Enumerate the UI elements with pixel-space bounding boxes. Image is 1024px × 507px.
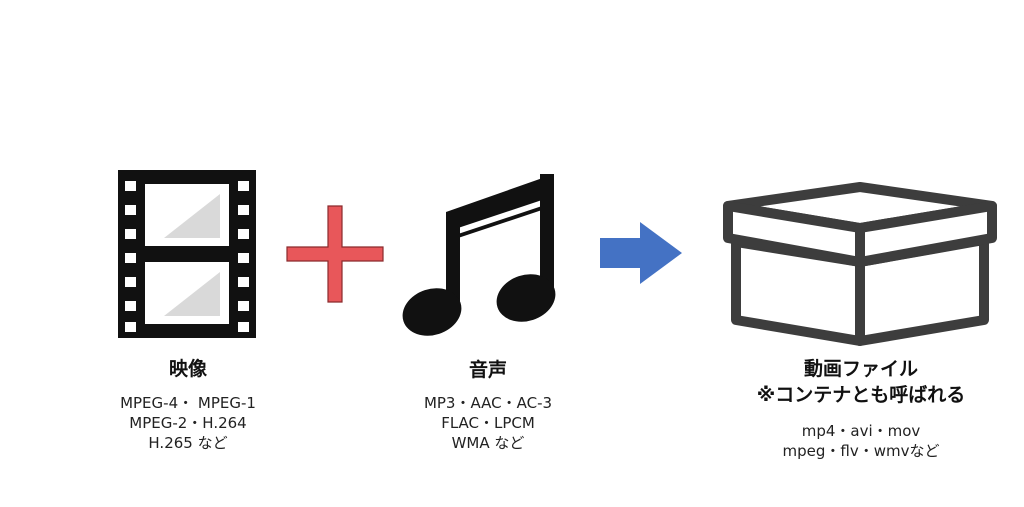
container-format-line-2: mpeg・flv・wmvなど <box>782 442 940 460</box>
container-format-line-1: mp4・avi・mov <box>801 422 921 440</box>
music-note-icon <box>402 174 556 336</box>
audio-codec-line-3: WMA など <box>451 434 525 452</box>
plus-icon <box>286 205 384 303</box>
container-label-group: 動画ファイル ※コンテナとも呼ばれる mp4・avi・mov mpeg・flv・… <box>718 357 1004 461</box>
right-arrow-icon <box>600 222 682 284</box>
audio-codec-line-2: FLAC・LPCM <box>441 414 535 432</box>
box-icon <box>723 182 997 346</box>
audio-codec-line-1: MP3・AAC・AC-3 <box>423 394 553 412</box>
video-codec-line-2: MPEG-2・H.264 <box>129 414 247 432</box>
audio-title: 音声 <box>468 359 507 381</box>
audio-label-group: 音声 MP3・AAC・AC-3 FLAC・LPCM WMA など <box>388 358 588 453</box>
container-title: 動画ファイル <box>803 358 918 380</box>
video-codec-line-1: MPEG-4・ MPEG-1 <box>120 394 256 412</box>
video-codec-line-3: H.265 など <box>148 434 228 452</box>
video-title: 映像 <box>168 358 207 380</box>
video-label-group: 映像 MPEG-4・ MPEG-1 MPEG-2・H.264 H.265 など <box>88 357 288 453</box>
container-subtitle: ※コンテナとも呼ばれる <box>756 384 966 406</box>
film-strip-icon <box>118 170 256 338</box>
